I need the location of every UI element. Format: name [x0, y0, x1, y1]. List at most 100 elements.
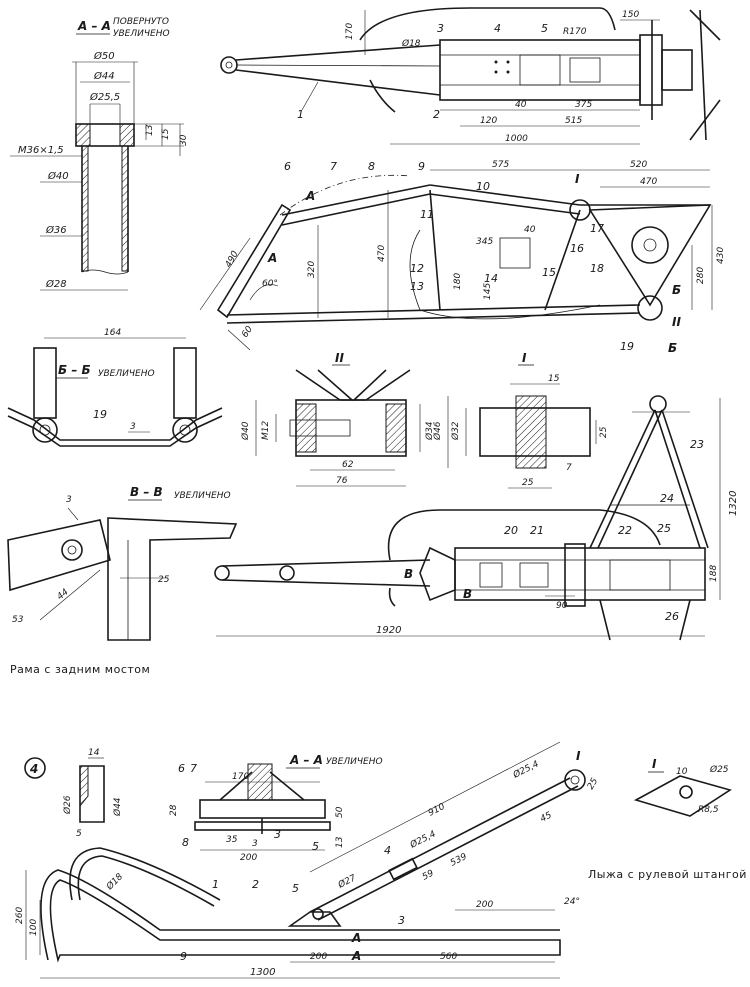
part-5-ski-section: 5: [312, 840, 319, 853]
dim-1320: 1320: [728, 491, 739, 516]
dim-d18: Ø18: [401, 38, 421, 49]
dim-345: 345: [476, 237, 493, 247]
part-3-ski-section: 3: [274, 828, 281, 841]
dim-40: 40: [515, 100, 527, 110]
dim-910: 910: [427, 802, 447, 819]
section-bb-label: Б – Б: [58, 363, 91, 377]
frame-plan-view: 23 24 25 26 20 21 22 В В 1320 188 90 192…: [214, 395, 739, 641]
part-19: 19: [620, 340, 634, 353]
dim-53: 53: [12, 615, 24, 625]
dim-13: 13: [145, 124, 155, 136]
dim-90: 90: [556, 601, 568, 611]
part-1-top: 1: [297, 108, 304, 121]
dim-35: 35: [226, 835, 238, 845]
dim-1300: 1300: [250, 967, 275, 978]
part-8: 8: [368, 160, 375, 173]
figure-number: 4: [29, 762, 38, 776]
part-9-ski: 9: [180, 950, 187, 963]
dim-575: 575: [492, 160, 509, 170]
marker-a-side: А: [305, 189, 315, 203]
dim-25-rod: 25: [586, 776, 601, 791]
dim-170-ski: 170: [232, 772, 249, 782]
dim-59: 59: [421, 868, 436, 882]
marker-b-side-2: Б: [668, 341, 677, 355]
section-aa-tube: А – А ПОВЕРНУТО УВЕЛИЧЕНО Ø50 Ø44 Ø25,5 …: [10, 17, 189, 291]
dim-m12: М12: [261, 421, 271, 440]
dim-7: 7: [566, 463, 572, 473]
section-aa-label: А – А: [77, 19, 111, 33]
dim-60: 60: [240, 324, 255, 339]
dim-d28: Ø28: [45, 278, 67, 290]
dim-188: 188: [709, 565, 719, 582]
dim-76: 76: [336, 476, 348, 486]
section-bb-note: УВЕЛИЧЕНО: [98, 369, 155, 379]
dim-3-ski: 3: [252, 839, 258, 849]
dim-145: 145: [483, 283, 493, 300]
part-1-ski: 1: [212, 878, 219, 891]
caption-ski: Лыжа с рулевой штангой: [588, 868, 747, 881]
dim-d46: Ø46: [432, 421, 443, 441]
part-6-ski: 6: [178, 762, 185, 775]
part-11: 11: [420, 208, 434, 221]
dim-30: 30: [179, 134, 189, 146]
section-vv-note: УВЕЛИЧЕНО: [174, 491, 231, 501]
dim-d25-5: Ø25,5: [89, 91, 120, 103]
part-8-ski: 8: [182, 836, 189, 849]
dim-15: 15: [161, 128, 171, 140]
dim-515: 515: [565, 116, 582, 126]
part-13: 13: [410, 280, 424, 293]
marker-ii-side: II: [672, 315, 681, 329]
section-aa-note1: ПОВЕРНУТО: [113, 17, 169, 27]
dim-560: 560: [440, 952, 457, 962]
part-4-ski: 4: [384, 844, 391, 857]
dim-r170: R170: [563, 27, 587, 37]
dim-1920: 1920: [376, 625, 401, 636]
detail-ii: II Ø40 М12 Ø34 62 76: [240, 351, 435, 487]
dim-m36: М36×1,5: [18, 145, 64, 156]
section-aa-ski-label: А – А: [289, 753, 323, 767]
dim-100: 100: [29, 919, 39, 936]
part-4-top: 4: [494, 22, 501, 35]
detail-i: I 15 Ø46 Ø32 25 7 25: [432, 351, 609, 489]
part-22: 22: [618, 524, 632, 537]
ski-assembly: 4 14 Ø26 Ø44 5 А – А УВЕЛИЧЕНО 6 7 8 5 3…: [15, 741, 732, 979]
section-vv-label: В – В: [130, 485, 163, 499]
frame-side-view: 6 7 8 9 10 11 12 13 14 15 16 17 18 19 А …: [199, 160, 726, 355]
dim-44: 44: [56, 587, 71, 602]
dim-d50: Ø50: [93, 50, 115, 62]
part-21: 21: [530, 524, 544, 537]
dim-520: 520: [630, 160, 647, 170]
part-7-ski: 7: [190, 762, 197, 775]
frame-top-view: 170 Ø18 R170 150 40 375 120 515 1000 1 2…: [220, 7, 721, 145]
part-23: 23: [690, 438, 704, 451]
part-3-ski: 3: [398, 914, 405, 927]
dim-25-i: 25: [599, 426, 609, 438]
dim-200-ski: 200: [476, 900, 493, 910]
dim-24deg: 24°: [564, 897, 580, 907]
dim-5: 5: [76, 829, 82, 839]
dim-470: 470: [640, 177, 657, 187]
dim-280: 280: [696, 267, 706, 284]
dim-28: 28: [169, 804, 179, 816]
dim-d25-4: Ø25,4: [510, 758, 540, 781]
dim-d44: Ø44: [93, 70, 115, 82]
part-16: 16: [570, 242, 584, 255]
dim-539: 539: [449, 852, 469, 869]
dim-180: 180: [453, 273, 463, 290]
dim-14: 14: [88, 748, 100, 758]
dim-260: 260: [15, 907, 25, 924]
dim-170: 170: [345, 23, 355, 40]
dim-375: 375: [575, 100, 592, 110]
dim-r8-5: R8,5: [698, 805, 719, 815]
part-25: 25: [657, 522, 671, 535]
dim-13-ski: 13: [335, 836, 345, 848]
marker-b-side: Б: [672, 283, 681, 297]
section-aa-ski-note: УВЕЛИЧЕНО: [326, 757, 383, 767]
dim-d32: Ø32: [450, 421, 461, 441]
dim-3-vv: 3: [66, 495, 72, 505]
dim-3: 3: [130, 422, 136, 432]
dim-62: 62: [342, 460, 354, 470]
dim-470-vertical: 470: [377, 245, 387, 262]
part-24: 24: [660, 492, 674, 505]
part-10: 10: [476, 180, 490, 193]
